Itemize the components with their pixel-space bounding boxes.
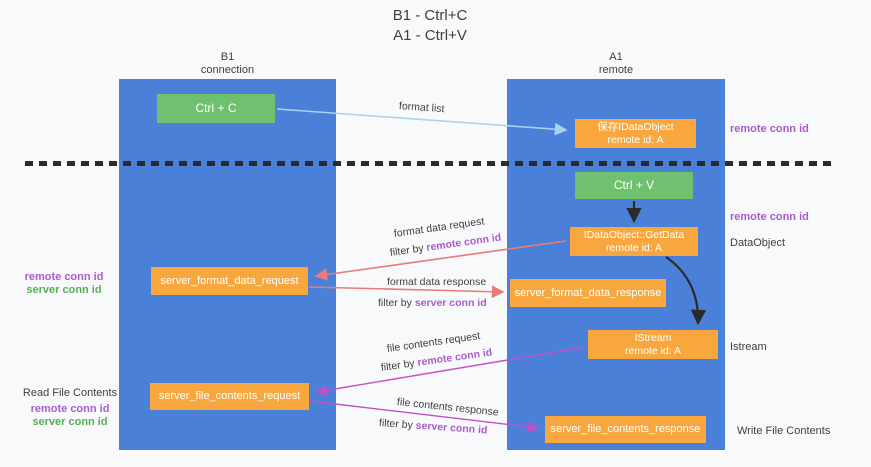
annot-dataobject: DataObject (730, 237, 786, 249)
annot-left-server-conn-id: server conn id (26, 284, 102, 296)
node-idataobject-getdata: IDataObject::GetData remote id: A (570, 227, 698, 256)
filter-key-server-conn-id: server conn id (414, 297, 487, 309)
filter-prefix: filter by (389, 242, 425, 259)
diagram-title: B1 - Ctrl+C A1 - Ctrl+V (0, 6, 860, 46)
session-divider-dashed-line (25, 161, 835, 166)
server-file-contents-request-label: server_file_contents_request (158, 390, 301, 402)
lane-b1-role: connection (200, 64, 255, 76)
annot-remote-conn-id-mid: remote conn id (730, 211, 809, 223)
filter-key-remote-conn-id: remote conn id (425, 231, 502, 254)
label-format-data-response: format data response (387, 276, 487, 288)
lane-b1-name: B1 (220, 51, 235, 63)
annot-read-file-contents: Read File Contents (22, 387, 118, 399)
node-ctrl-c: Ctrl + C (157, 94, 275, 123)
annot-left-bottom-remote-conn-id: remote conn id (30, 403, 110, 415)
label-file-contents-response: file contents response (396, 396, 500, 419)
lane-header-a1: A1 remote (507, 51, 725, 77)
title-line-2: A1 - Ctrl+V (393, 27, 467, 44)
annot-left-bottom-server-conn-id: server conn id (32, 416, 108, 428)
annot-istream: Istream (730, 341, 767, 353)
annot-left-remote-conn-id: remote conn id (24, 271, 104, 283)
lane-header-b1: B1 connection (119, 51, 336, 77)
getdata-line1: IDataObject::GetData (583, 228, 685, 241)
server-format-data-request-label: server_format_data_request (160, 274, 299, 287)
filter-key-server-conn-id: server conn id (415, 419, 488, 437)
node-server-file-contents-request: server_file_contents_request (150, 383, 309, 410)
save-dataobject-line2: remote id: A (607, 133, 664, 146)
label-format-list: format list (398, 100, 445, 116)
node-server-format-data-response: server_format_data_response (510, 279, 666, 307)
filter-key-remote-conn-id: remote conn id (416, 346, 493, 369)
ctrl-c-label: Ctrl + C (195, 101, 237, 115)
server-format-data-response-label: server_format_data_response (514, 286, 662, 299)
node-save-dataobject: 保存IDataObject remote id: A (575, 119, 696, 148)
annot-remote-conn-id-top: remote conn id (730, 123, 809, 135)
node-ctrl-v: Ctrl + V (575, 172, 693, 199)
ctrl-v-label: Ctrl + V (613, 178, 655, 192)
save-dataobject-line1: 保存IDataObject (597, 120, 674, 133)
istream-line2: remote id: A (624, 344, 682, 357)
node-istream: IStream remote id: A (588, 330, 718, 359)
filter-prefix: filter by (378, 417, 414, 432)
title-line-1: B1 - Ctrl+C (392, 7, 468, 24)
annot-write-file-contents: Write File Contents (737, 425, 831, 437)
node-server-format-data-request: server_format_data_request (151, 267, 308, 295)
filter-prefix: filter by (378, 297, 412, 309)
istream-line1: IStream (634, 331, 672, 344)
lane-a1-role: remote (598, 64, 634, 76)
node-server-file-contents-response: server_file_contents_response (545, 416, 706, 443)
getdata-line2: remote id: A (605, 241, 663, 254)
filter-prefix: filter by (380, 357, 416, 374)
lane-a1-name: A1 (609, 51, 623, 63)
server-file-contents-response-label: server_file_contents_response (550, 423, 701, 435)
